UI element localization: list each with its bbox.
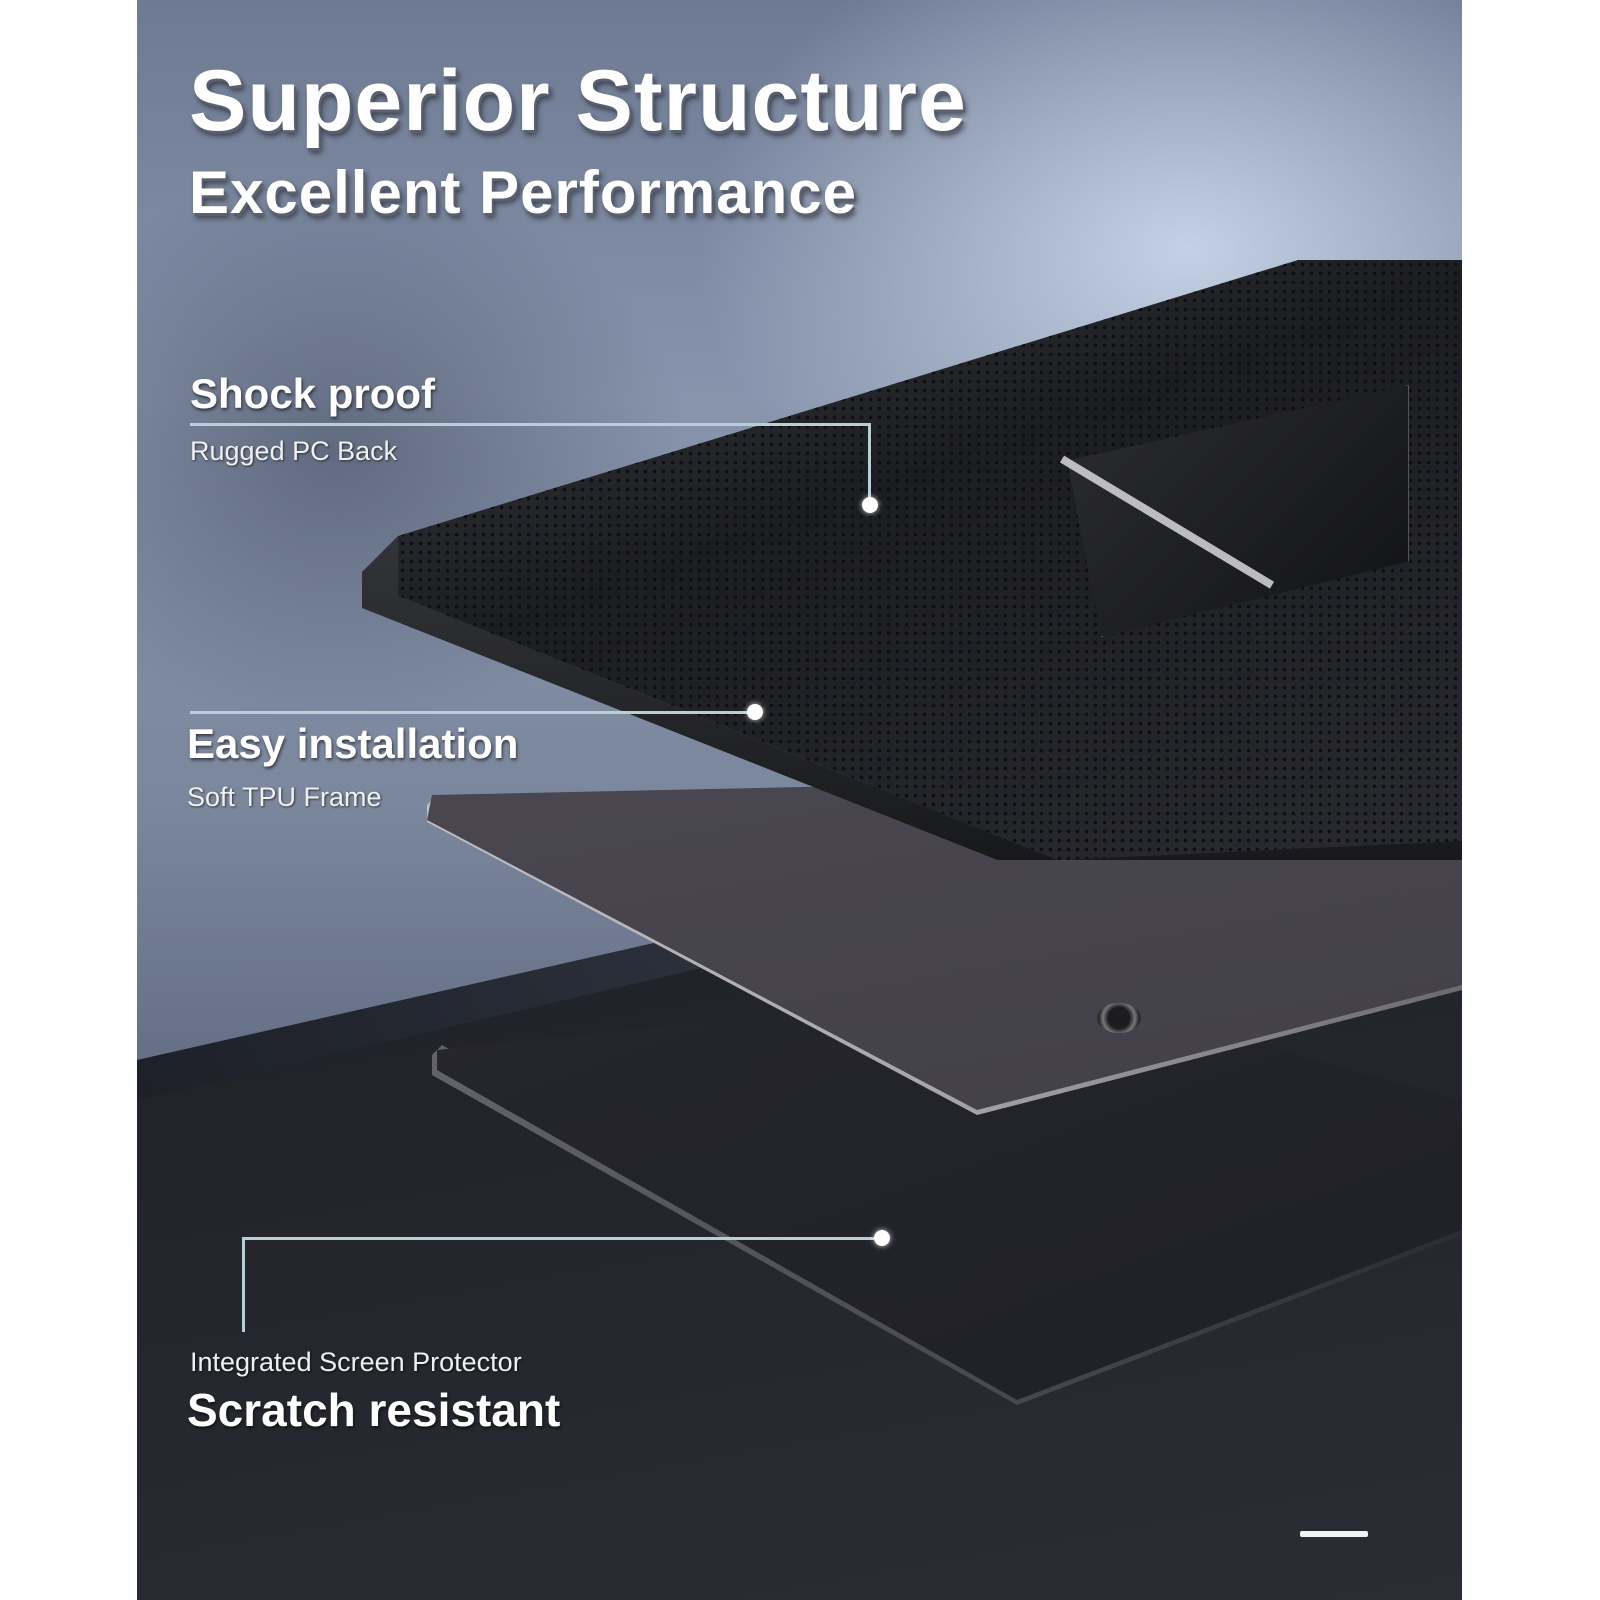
callout-dot-icon	[862, 497, 878, 513]
callout-line-vertical	[242, 1237, 245, 1332]
callout-line	[190, 711, 755, 714]
product-image-panel: Superior Structure Excellent Performance…	[137, 0, 1462, 1600]
headline-subtitle: Excellent Performance	[189, 159, 857, 226]
headline-title: Superior Structure	[189, 53, 967, 149]
feature-subtitle-soft-tpu-frame: Soft TPU Frame	[187, 782, 382, 812]
callout-line	[190, 423, 870, 426]
feature-subtitle-integrated-screen-protector: Integrated Screen Protector	[190, 1347, 522, 1377]
callout-dot-icon	[874, 1230, 890, 1246]
feature-subtitle-rugged-pc-back: Rugged PC Back	[190, 436, 398, 466]
callout-line	[242, 1237, 882, 1240]
callout-dot-icon	[747, 704, 763, 720]
pager-indicator-icon	[1300, 1531, 1368, 1537]
feature-title-easy-installation: Easy installation	[187, 720, 519, 767]
tablet-camera-icon	[1097, 1003, 1141, 1033]
callout-line-vertical	[868, 423, 871, 503]
feature-title-scratch-resistant: Scratch resistant	[187, 1384, 561, 1436]
feature-title-shock-proof: Shock proof	[190, 370, 436, 417]
